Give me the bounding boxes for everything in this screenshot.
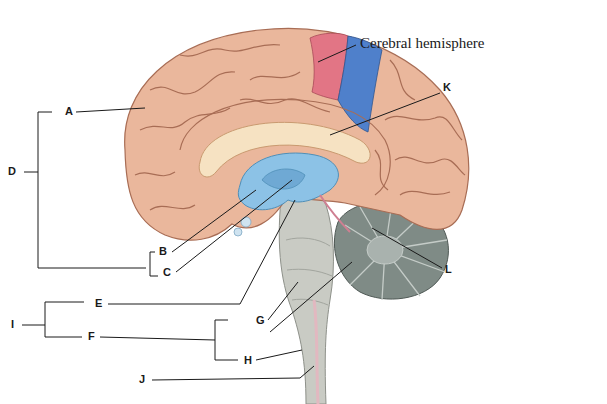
- callout-letter: G: [256, 315, 265, 326]
- callout-letter: L: [445, 264, 452, 275]
- callout-letter: H: [244, 355, 252, 366]
- callout-letter: A: [65, 106, 73, 117]
- callout-letter: B: [159, 246, 167, 257]
- callout-letter: F: [88, 331, 95, 342]
- callout-letter: K: [443, 82, 451, 93]
- structure-label: Cerebral hemisphere: [360, 36, 485, 51]
- callout-letter: E: [95, 298, 102, 309]
- callout-letter: J: [139, 374, 145, 385]
- callout-letter: C: [163, 267, 171, 278]
- callout-letter: D: [8, 166, 16, 177]
- callout-letter: I: [11, 319, 14, 330]
